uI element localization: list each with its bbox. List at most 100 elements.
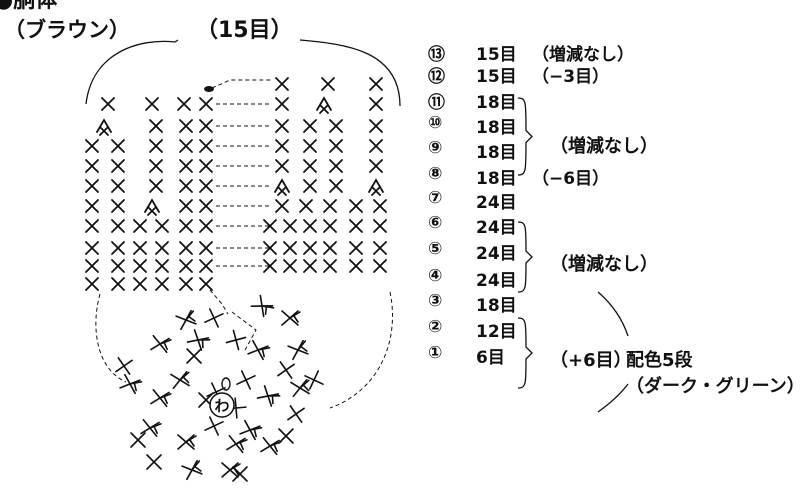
single-crochet-mark — [199, 139, 213, 153]
accent-label: 配色5段 — [626, 350, 693, 371]
increase-mark — [256, 385, 281, 407]
single-crochet-mark — [373, 259, 387, 273]
single-crochet-mark — [85, 179, 99, 193]
increase-mark — [250, 294, 275, 318]
single-crochet-mark — [179, 277, 193, 291]
single-crochet-mark — [85, 259, 99, 273]
single-crochet-mark — [179, 219, 193, 233]
single-crochet-mark — [263, 259, 277, 273]
single-crochet-mark — [321, 77, 335, 91]
single-crochet-mark — [199, 97, 213, 111]
increase-mark — [181, 459, 203, 481]
single-crochet-mark — [179, 159, 193, 173]
increase-mark — [177, 434, 197, 450]
increase-mark — [281, 310, 301, 326]
start-dot — [204, 86, 214, 92]
increase-mark — [175, 309, 197, 331]
single-crochet-mark — [149, 179, 163, 193]
increase-mark — [226, 434, 248, 454]
single-crochet-mark — [199, 199, 213, 213]
single-crochet-mark — [275, 199, 289, 213]
single-crochet-mark — [85, 277, 99, 291]
single-crochet-mark — [373, 199, 387, 213]
single-crochet-mark — [149, 119, 163, 133]
single-crochet-mark — [111, 179, 125, 193]
single-crochet-mark — [199, 259, 213, 273]
single-crochet-mark — [177, 97, 191, 111]
row-number: ⑪ — [428, 93, 445, 113]
single-crochet-mark — [299, 199, 313, 213]
increase-mark — [119, 373, 143, 395]
single-crochet-mark — [111, 199, 125, 213]
single-crochet-mark — [349, 259, 363, 273]
row-number: ⑩ — [428, 113, 443, 133]
stitch-count-label: （15目） — [196, 18, 293, 43]
row-stitch-count: 18目 — [476, 93, 517, 113]
single-crochet-mark — [130, 432, 146, 448]
single-crochet-mark — [369, 97, 383, 111]
decrease-mark — [144, 198, 160, 216]
single-crochet-mark — [283, 259, 297, 273]
single-crochet-mark — [232, 466, 248, 482]
single-crochet-mark — [304, 370, 324, 390]
single-crochet-mark — [323, 241, 337, 255]
single-crochet-mark — [155, 259, 169, 273]
row-number: ⑥ — [428, 213, 443, 233]
single-crochet-mark — [275, 159, 289, 173]
single-crochet-mark — [85, 199, 99, 213]
single-crochet-mark — [275, 119, 289, 133]
row-stitch-count: 24目 — [476, 193, 517, 213]
single-crochet-mark — [263, 241, 277, 255]
guide-dash-right — [329, 291, 393, 409]
decrease-mark — [96, 118, 112, 136]
section-title: ●胴体 — [0, 0, 58, 13]
single-crochet-mark — [186, 348, 202, 364]
single-crochet-mark — [111, 219, 125, 233]
single-crochet-mark — [179, 199, 193, 213]
row-stitch-count: 15目 — [476, 67, 517, 87]
accent-color-name: （ダーク・グリーン） — [626, 376, 805, 397]
single-crochet-mark — [369, 139, 383, 153]
note-rows-7-5: （増減なし） — [550, 254, 658, 275]
single-crochet-mark — [133, 241, 147, 255]
row-number: ⑨ — [428, 138, 443, 158]
single-crochet-mark — [303, 219, 317, 233]
single-crochet-mark — [85, 241, 99, 255]
single-crochet-mark — [275, 139, 289, 153]
row-stitch-count: 18目 — [476, 118, 517, 138]
single-crochet-mark — [373, 219, 387, 233]
single-crochet-mark — [111, 241, 125, 255]
row-number: ⑤ — [428, 239, 443, 259]
single-crochet-mark — [369, 119, 383, 133]
single-crochet-mark — [111, 159, 125, 173]
single-crochet-mark — [146, 454, 162, 470]
single-crochet-mark — [303, 241, 317, 255]
magic-ring-label: わ — [214, 397, 229, 415]
leader-line-bottom — [597, 383, 629, 413]
guide-dash-center — [209, 289, 229, 315]
single-crochet-mark — [303, 259, 317, 273]
yarn-color-label: （ブラウン） — [4, 18, 130, 42]
increase-mark — [260, 436, 282, 456]
single-crochet-mark — [85, 159, 99, 173]
single-crochet-mark — [179, 139, 193, 153]
magic-ring-circle — [209, 392, 235, 418]
row-number: ⑬ — [428, 45, 445, 65]
row-stitch-count: 15目 — [476, 45, 517, 65]
single-crochet-mark — [278, 428, 294, 444]
single-crochet-mark — [179, 241, 193, 255]
row-number: ④ — [428, 266, 443, 286]
note-rows-4-2: （+6目） — [550, 350, 632, 371]
row-stitch-count: 18目 — [476, 169, 517, 189]
row-stitch-count: 18目 — [476, 296, 517, 316]
increase-mark — [239, 419, 263, 441]
single-crochet-mark — [115, 357, 133, 375]
single-crochet-mark — [329, 139, 343, 153]
single-crochet-mark — [349, 219, 363, 233]
row-stitch-count: 24目 — [476, 218, 517, 238]
single-crochet-mark — [179, 179, 193, 193]
row-stitch-count: 12目 — [476, 322, 517, 342]
single-crochet-mark — [329, 159, 343, 173]
single-crochet-mark — [369, 159, 383, 173]
